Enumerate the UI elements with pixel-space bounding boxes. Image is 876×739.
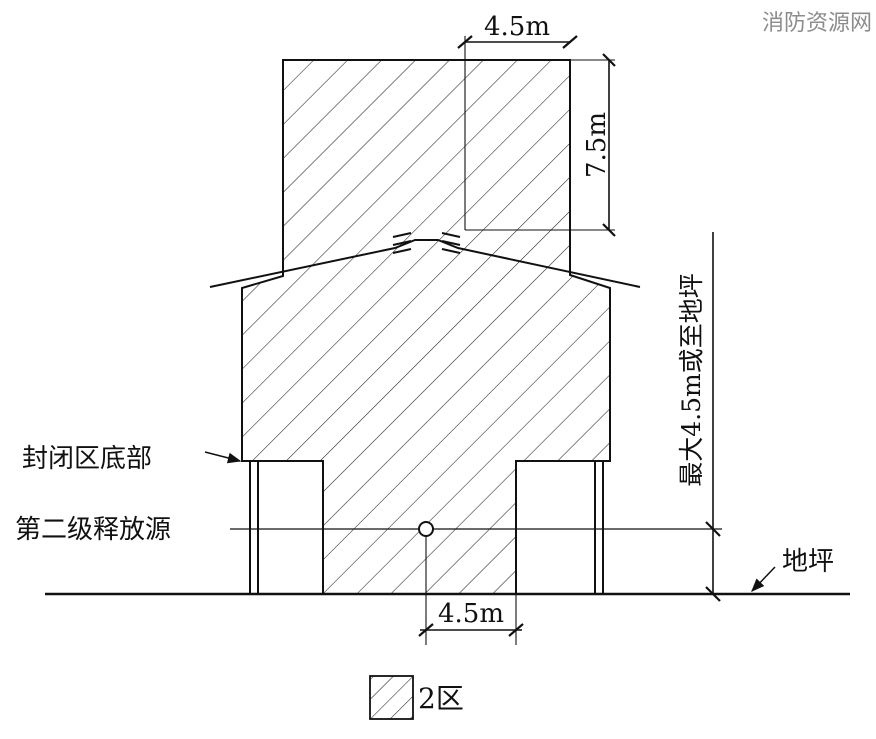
ground-arrow <box>751 566 776 592</box>
bottom-width-dimension <box>418 536 524 645</box>
top-width-dimension <box>457 35 578 230</box>
legend-zone-label: 2区 <box>418 682 464 715</box>
legend-swatch <box>369 675 414 720</box>
release-source-marker <box>418 521 434 537</box>
top-height-dimension <box>465 53 616 237</box>
bottom-width-label: 4.5m <box>438 599 504 629</box>
top-height-label: 7.5m <box>582 112 612 178</box>
ground-label: 地坪 <box>782 547 834 577</box>
top-width-label: 4.5m <box>484 12 550 42</box>
vertical-extent-label: 最大4.5m或至地坪 <box>677 273 706 486</box>
zone-2-area <box>241 59 611 595</box>
watermark-text: 消防资源网 <box>762 11 872 36</box>
vent-louvers <box>392 232 461 254</box>
release-source-label: 第二级释放源 <box>15 515 171 545</box>
enclosure-walls <box>249 461 604 594</box>
roof-line <box>209 239 641 288</box>
enclosure-bottom-label: 封闭区底部 <box>22 444 152 474</box>
vertical-extent-dimension <box>705 232 721 602</box>
enclosure-bottom-arrow <box>204 451 242 464</box>
